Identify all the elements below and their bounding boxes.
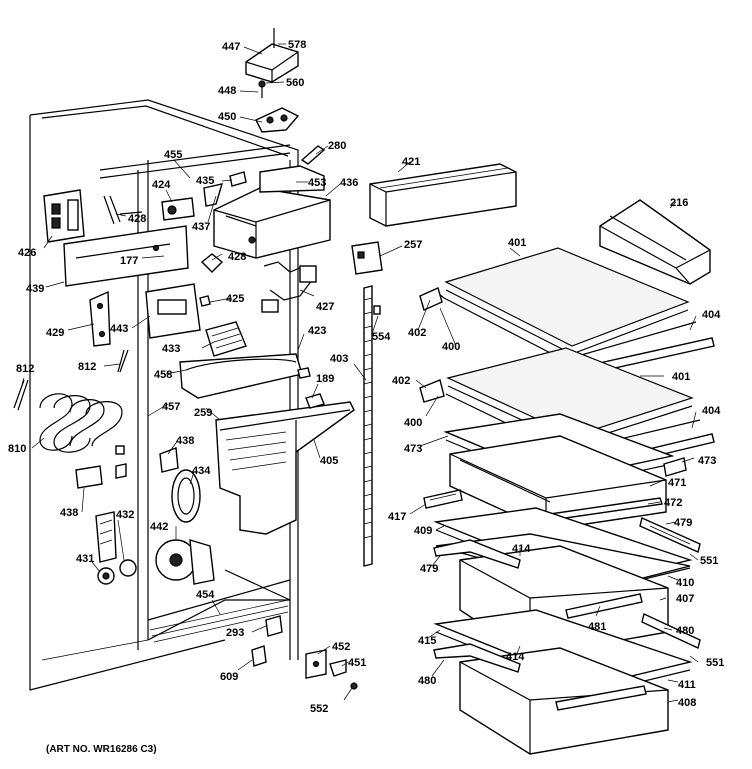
part-label: 812: [16, 363, 34, 375]
part-label: 438: [176, 435, 194, 447]
part-label: 401: [672, 371, 690, 383]
meat-pan-472: [449, 435, 667, 531]
control-housing: [213, 145, 331, 259]
part-label: 404: [702, 405, 721, 417]
part-label: 423: [308, 325, 326, 337]
part-label: 455: [164, 149, 182, 161]
part-label: 472: [664, 497, 682, 509]
part-label: 448: [218, 85, 236, 97]
part-label: 429: [46, 327, 64, 339]
part-label: 442: [150, 521, 168, 533]
part-label: 480: [418, 675, 436, 687]
part-label: 431: [76, 553, 94, 565]
part-label: 810: [8, 443, 26, 455]
part-label: 447: [222, 41, 240, 53]
defrost-heater: [39, 393, 125, 455]
part-label: 479: [674, 517, 692, 529]
part-label: 424: [152, 179, 171, 191]
left-wall-components: [13, 183, 317, 411]
part-label: 414: [506, 651, 525, 663]
part-label: 436: [340, 177, 358, 189]
part-label: 402: [408, 327, 426, 339]
part-label: 609: [220, 671, 238, 683]
part-label: 259: [194, 407, 212, 419]
fan-motor: [75, 447, 283, 667]
part-label: 216: [670, 197, 688, 209]
door-rail-421: [369, 163, 517, 227]
part-label: 404: [702, 309, 721, 321]
part-label: 426: [18, 247, 36, 259]
leader-lines: [21, 43, 699, 703]
part-label: 458: [154, 369, 172, 381]
part-label: 409: [414, 525, 432, 537]
part-label: 417: [388, 511, 406, 523]
part-label: 177: [120, 255, 138, 267]
part-label: 473: [404, 443, 422, 455]
part-label: 433: [162, 343, 180, 355]
part-label: 414: [512, 543, 531, 555]
part-label: 457: [162, 401, 180, 413]
part-label: 403: [330, 353, 348, 365]
crisper-drawer-408: [433, 643, 669, 755]
part-label: 415: [418, 635, 436, 647]
part-label: 454: [196, 589, 215, 601]
part-label: 400: [404, 417, 422, 429]
shelf-support-rail: [351, 241, 383, 567]
part-label: 410: [676, 577, 694, 589]
part-label: 437: [192, 221, 210, 233]
part-label: 400: [442, 341, 460, 353]
part-label: 481: [588, 621, 606, 633]
part-label: 443: [110, 323, 128, 335]
bin-216: [599, 199, 711, 285]
part-label: 812: [78, 361, 96, 373]
part-label: 554: [372, 331, 391, 343]
part-label: 439: [26, 283, 44, 295]
top-hinge-cover: [245, 28, 300, 133]
part-label: 401: [508, 237, 526, 249]
part-label: 428: [228, 251, 246, 263]
part-label: 552: [310, 703, 328, 715]
art-number-caption: (ART NO. WR16286 C3): [46, 744, 157, 755]
part-label: 578: [288, 39, 306, 51]
part-label: 408: [678, 697, 696, 709]
part-label: 551: [706, 657, 724, 669]
part-label: 438: [60, 507, 78, 519]
part-label: 480: [676, 625, 694, 637]
part-label: 551: [700, 555, 718, 567]
part-label: 451: [348, 657, 366, 669]
part-label: 405: [320, 455, 338, 467]
part-label: 560: [286, 77, 304, 89]
part-label: 293: [226, 627, 244, 639]
part-label: 407: [676, 593, 694, 605]
part-label: 428: [128, 213, 146, 225]
part-label: 425: [226, 293, 244, 305]
part-label: 421: [402, 156, 420, 168]
part-label: 479: [420, 563, 438, 575]
part-label: 402: [392, 375, 410, 387]
part-label: 473: [698, 455, 716, 467]
part-label: 450: [218, 111, 236, 123]
part-label: 427: [316, 301, 334, 313]
part-label: 280: [328, 140, 346, 152]
part-label: 435: [196, 175, 214, 187]
part-label: 257: [404, 239, 422, 251]
part-label: 432: [116, 509, 134, 521]
part-label: 452: [332, 641, 350, 653]
part-label: 453: [308, 177, 326, 189]
part-labels: 447 578 448 560 450 280 455 453 436 421 …: [8, 39, 724, 715]
part-label: 471: [668, 477, 686, 489]
part-label: 411: [678, 679, 696, 691]
lower-bracket: [305, 649, 358, 690]
part-label: 189: [316, 373, 334, 385]
part-label: 434: [192, 465, 211, 477]
evaporator-cover: [179, 353, 355, 535]
